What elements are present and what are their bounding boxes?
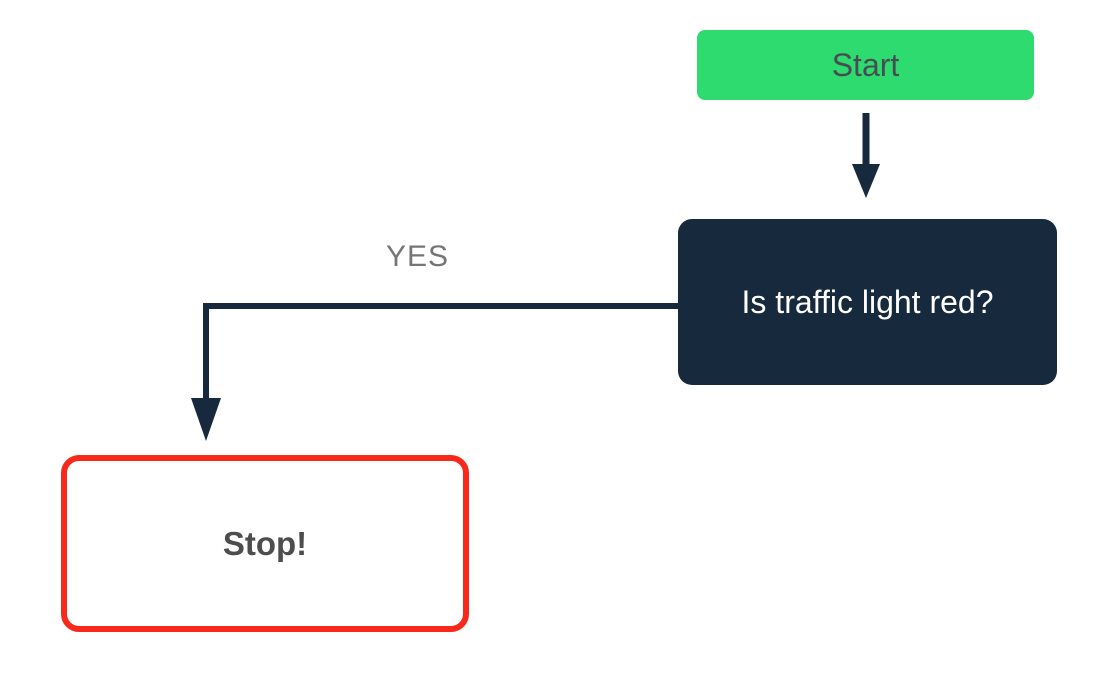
node-start-label: Start (831, 46, 900, 83)
node-decision-label: Is traffic light red? (741, 283, 994, 320)
arrowhead-down-icon (852, 164, 880, 198)
edge-decision-to-stop-shaft (203, 303, 678, 400)
node-stop-label: Stop! (222, 524, 308, 562)
edge-start-to-decision (852, 113, 880, 198)
edge-decision-to-stop (191, 303, 678, 441)
arrowhead-down-icon (191, 398, 221, 441)
node-decision: Is traffic light red? (678, 219, 1057, 385)
node-stop: Stop! (61, 455, 469, 632)
edge-label-yes: YES (385, 240, 450, 273)
node-start: Start (697, 30, 1034, 100)
